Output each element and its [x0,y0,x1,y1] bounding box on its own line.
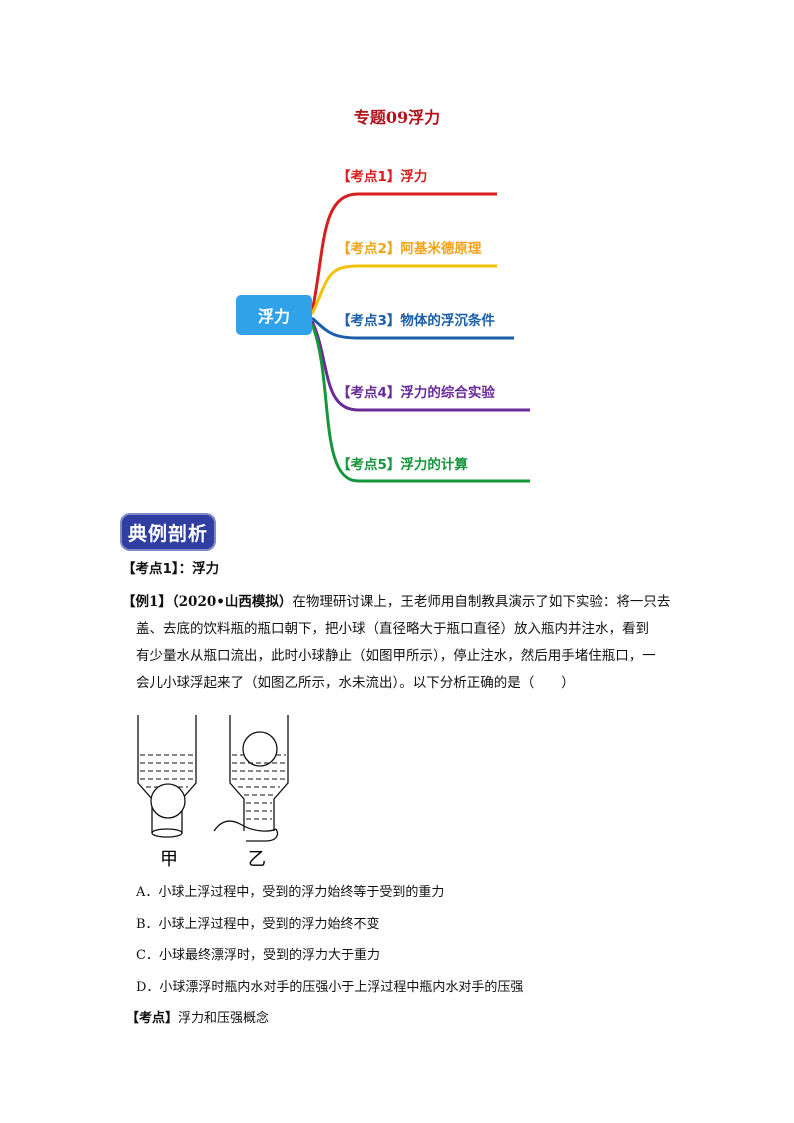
example-tag: 【例1】 [122,594,172,610]
question-line-3: 有少量水从瓶口流出，此时小球静止（如图甲所示），停止注水，然后用手堵住瓶口，一 [136,648,656,664]
branch-tag: 【考点3】 [337,313,401,329]
mindmap-branch-1: 【考点1】浮力 [337,165,427,185]
branch-line-2 [310,264,497,315]
kaodian-label: ：浮力 [178,561,220,577]
branch-tag: 【考点2】 [337,241,401,257]
kaodian-tag: 【考点1】 [122,561,179,577]
branch-tag: 【考点5】 [337,457,401,473]
branch-label: 阿基米德原理 [400,241,482,257]
summary-text: 浮力和压强概念 [178,1011,270,1026]
option-b[interactable]: B．小球上浮过程中，受到的浮力始终不变 [136,916,380,932]
question-line-2: 盖、去底的饮料瓶的瓶口朝下，把小球（直径略大于瓶口直径）放入瓶内并注水，看到 [136,621,649,637]
question-line-4: 会儿小球浮起来了（如图乙所示，水未流出）。以下分析正确的是（ ） [136,675,575,691]
branch-line-5 [310,323,530,483]
bottle-yi [213,715,289,842]
branch-label: 浮力的综合实验 [400,385,495,401]
example-question: 【例1】（2020•山西模拟）在物理研讨课上，王老师用自制教具演示了如下实验：将… [122,589,670,697]
question-line-1: 在物理研讨课上，王老师用自制教具演示了如下实验：将一只去 [292,594,671,610]
figure-label-jia: 甲 [160,849,178,870]
branch-line-1 [310,192,497,313]
option-a[interactable]: A．小球上浮过程中，受到的浮力始终等于受到的重力 [136,885,445,900]
branch-label: 浮力的计算 [400,457,468,473]
mindmap-branch-5: 【考点5】浮力的计算 [337,453,468,473]
branch-line-3 [311,316,514,340]
mindmap-branch-3: 【考点3】物体的浮沉条件 [337,309,495,329]
options-list: A．小球上浮过程中，受到的浮力始终等于受到的重力 B．小球上浮过程中，受到的浮力… [136,879,523,1005]
experiment-figure: 甲 乙 [137,715,289,870]
bottle-jia [137,715,197,838]
kaodian-heading: 【考点1】：浮力 [122,556,219,583]
branch-line-4 [310,320,530,412]
option-d[interactable]: D．小球漂浮时瓶内水对手的压强小于上浮过程中瓶内水对手的压强 [136,979,524,995]
branch-label: 浮力 [400,169,428,185]
mindmap-connectors [310,192,530,483]
example-source: （2020•山西模拟） [171,594,293,610]
mindmap-branch-2: 【考点2】阿基米德原理 [337,237,481,257]
branch-tag: 【考点4】 [337,385,401,401]
branch-label: 物体的浮沉条件 [400,313,495,329]
summary-tag: 【考点】 [126,1011,179,1026]
option-c[interactable]: C．小球最终漂浮时，受到的浮力大于重力 [136,948,380,963]
page-title: 专题09浮力 [353,108,441,127]
figure-label-yi: 乙 [248,849,266,870]
section-badge: 典例剖析 [122,515,214,549]
branch-tag: 【考点1】 [337,169,401,185]
mindmap-center-node: 浮力 [236,295,312,335]
kaodian-summary: 【考点】浮力和压强概念 [126,1005,269,1032]
mindmap-branch-4: 【考点4】浮力的综合实验 [337,381,495,401]
